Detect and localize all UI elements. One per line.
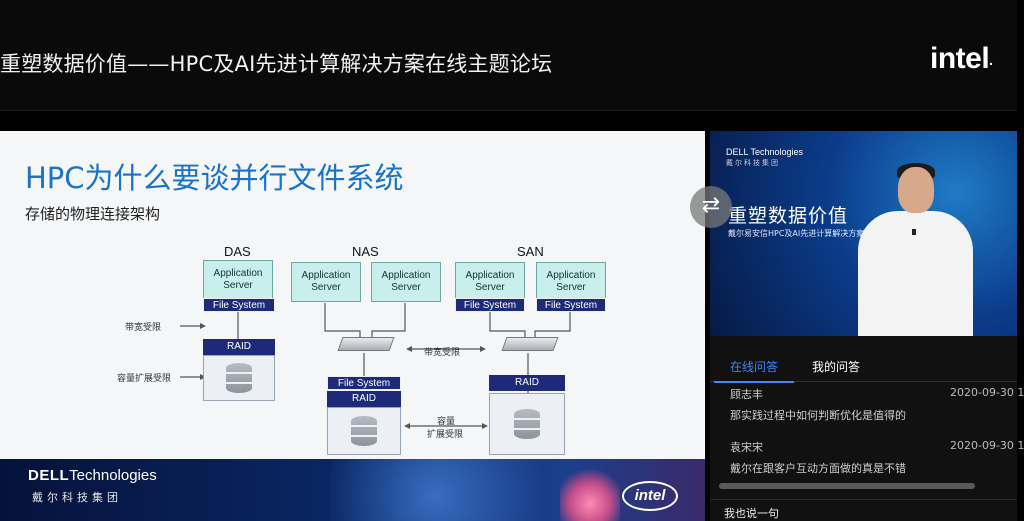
tab-my-qa[interactable]: 我的问答: [812, 360, 861, 374]
san-file-system-1: File System: [455, 298, 525, 312]
das-app-server: Application Server: [203, 260, 273, 300]
footer-pattern: [330, 459, 590, 521]
san-file-system-2: File System: [536, 298, 606, 312]
diagram-connectors: [180, 303, 571, 429]
slide-footer: DELLTechnologies 戴尔科技集团 intel: [0, 459, 705, 521]
capacity-note-line2: 扩展受限: [427, 430, 464, 440]
nas-app-server-2: Application Server: [371, 262, 441, 302]
das-raid: RAID: [203, 339, 275, 355]
das-bandwidth-note: 带宽受限: [125, 323, 162, 333]
das-storage: [203, 355, 275, 401]
nas-raid: RAID: [327, 391, 401, 407]
intel-logo: intel.: [930, 42, 993, 75]
comment-placeholder: 我也说一句: [724, 507, 779, 520]
dell-chinese-name: 戴尔科技集团: [32, 491, 122, 504]
presentation-slide: HPC为什么要谈并行文件系统 存储的物理连接架构: [0, 131, 705, 521]
das-file-system: File System: [203, 298, 275, 312]
san-switch: [501, 337, 559, 351]
qa-panel: 在线问答 我的问答 顾志丰 2020-09-30 1 那实践过程中如何判断优化是…: [710, 336, 1024, 521]
comment-input[interactable]: 我也说一句: [710, 499, 1017, 521]
san-label: SAN: [517, 244, 544, 259]
database-icon: [514, 409, 540, 439]
message-time: 2020-09-30 1: [950, 386, 1024, 399]
qa-tabs: 在线问答 我的问答: [710, 348, 1017, 383]
video-dell-logo: DELL Technologies: [726, 147, 804, 157]
database-icon: [351, 416, 377, 446]
nas-app-server-1: Application Server: [291, 262, 361, 302]
san-storage: [489, 393, 565, 455]
nas-storage: [327, 407, 401, 455]
san-app-server-2: Application Server: [536, 262, 606, 302]
swap-view-icon[interactable]: ⇄: [690, 186, 732, 228]
video-subheading: 戴尔易安信HPC及AI先进计算解决方案: [728, 229, 865, 238]
database-icon: [226, 363, 252, 393]
nas-san-bandwidth-note: 带宽受限: [424, 348, 461, 358]
video-heading: 重塑数据价值: [728, 205, 849, 227]
tab-online-qa[interactable]: 在线问答: [730, 360, 779, 374]
speaker-figure: [858, 159, 973, 336]
nas-switch: [337, 337, 395, 351]
coral-graphic: [560, 463, 620, 521]
message-text: 那实践过程中如何判断优化是值得的: [730, 409, 906, 422]
active-tab-indicator: [714, 381, 794, 383]
nas-label: NAS: [352, 244, 379, 259]
speaker-video[interactable]: DELL Technologies 戴尔科技集团 重塑数据价值 戴尔易安信HPC…: [710, 131, 1017, 336]
message-text: 戴尔在跟客户互动方面做的真是不错: [730, 462, 906, 475]
top-bar: 重塑数据价值——HPC及AI先进计算解决方案在线主题论坛 intel.: [0, 0, 1017, 110]
horizontal-scrollbar[interactable]: [719, 483, 975, 489]
video-dell-chinese: 戴尔科技集团: [726, 159, 780, 167]
slide-subtitle: 存储的物理连接架构: [25, 205, 161, 223]
san-app-server-1: Application Server: [455, 262, 525, 302]
slide-title: HPC为什么要谈并行文件系统: [25, 161, 404, 195]
divider: [0, 110, 1017, 111]
das-label: DAS: [224, 244, 251, 259]
san-raid: RAID: [489, 375, 565, 391]
message-time: 2020-09-30 1: [950, 439, 1024, 452]
nas-file-system: File System: [327, 376, 401, 390]
message-author: 袁宋宋: [730, 441, 763, 454]
das-capacity-note: 容量扩展受限: [117, 374, 172, 384]
intel-slide-logo: intel: [622, 481, 678, 511]
dell-technologies-logo: DELLTechnologies: [28, 467, 157, 484]
page-title: 重塑数据价值——HPC及AI先进计算解决方案在线主题论坛: [0, 52, 553, 76]
microphone-icon: [912, 229, 916, 235]
capacity-note-line1: 容量: [437, 417, 456, 427]
message-author: 顾志丰: [730, 388, 763, 401]
